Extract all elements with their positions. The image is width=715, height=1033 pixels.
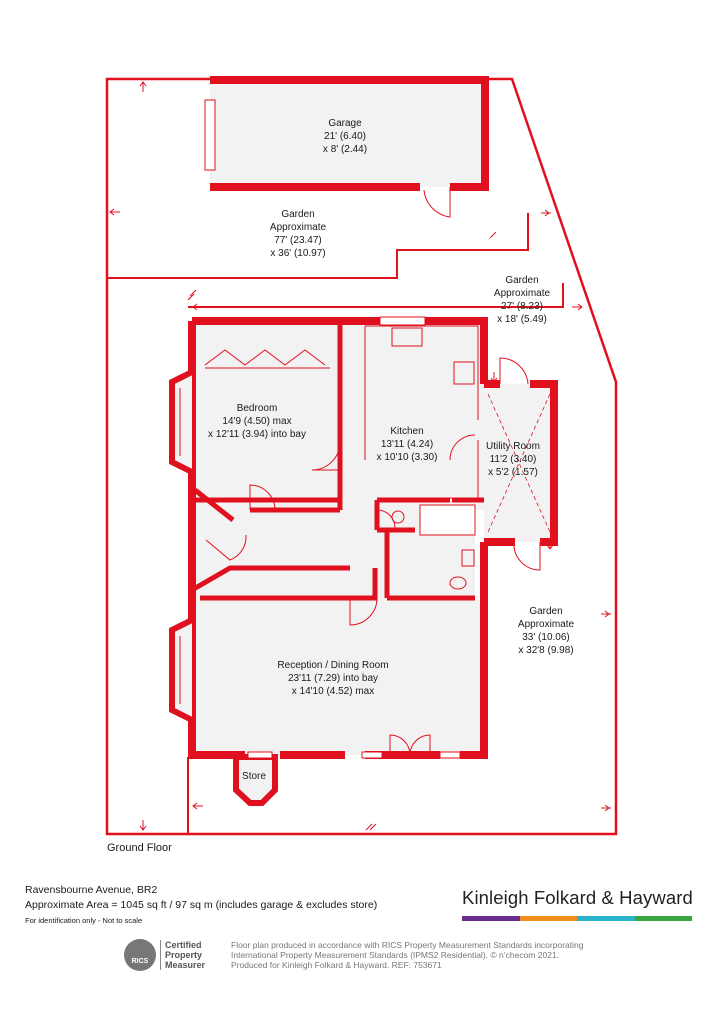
reception-name: Reception / Dining Room — [277, 660, 388, 671]
dimension-arrows — [109, 81, 611, 831]
garden-divider-right — [188, 283, 564, 308]
disclaimer-line2: International Property Measurement Stand… — [231, 950, 560, 960]
brand-color-bar — [462, 916, 692, 921]
garden-right-top-line2: Approximate — [494, 288, 551, 299]
kitchen-name: Kitchen — [390, 426, 423, 437]
kitchen-worktop — [364, 325, 479, 499]
disclaimer: Floor plan produced in accordance with R… — [231, 940, 651, 970]
shower — [419, 504, 476, 536]
bedroom-dim2: x 12'11 (3.94) into bay — [208, 429, 306, 440]
property-info: Ravensbourne Avenue, BR2 Approximate Are… — [25, 883, 377, 925]
store-name: Store — [242, 771, 266, 782]
door-swings — [205, 434, 476, 756]
reception-dim1: 23'11 (7.29) into bay — [288, 673, 378, 684]
bedroom-dim1: 14'9 (4.50) max — [222, 416, 291, 427]
brand-bar-cyan — [577, 916, 635, 921]
garden-top-dim1: 77' (23.47) — [274, 235, 322, 246]
garage-name: Garage — [328, 118, 362, 129]
wardrobe-doors — [204, 349, 330, 369]
kitchen-dim1: 13'11 (4.24) — [381, 439, 433, 450]
badge-line2: Property — [165, 950, 203, 960]
garden-right-name: Garden — [529, 606, 562, 617]
utility-name: Utility Room — [486, 441, 540, 452]
rics-logo-icon: RICS — [124, 939, 156, 971]
disclaimer-line1: Floor plan produced in accordance with R… — [231, 940, 584, 950]
kitchen-dim2: x 10'10 (3.30) — [377, 452, 438, 463]
brand-bar-orange — [519, 916, 577, 921]
garden-top-dim2: x 36' (10.97) — [270, 248, 325, 259]
store-window — [247, 751, 273, 759]
badge-line3: Measurer — [165, 960, 206, 970]
utility-door-bottom — [513, 541, 541, 571]
kitchen-window — [379, 316, 426, 326]
basin — [461, 549, 475, 567]
brand-bar-green — [634, 916, 692, 921]
reception-dim2: x 14'10 (4.52) max — [292, 686, 375, 697]
disclaimer-line3: Produced for Kinleigh Folkard & Hayward.… — [231, 960, 442, 970]
reception-window-left — [361, 751, 383, 759]
garden-right-top-name: Garden — [505, 275, 538, 286]
utility-dim1: 11'2 (3.40) — [490, 454, 537, 465]
agent-brand: Kinleigh Folkard & Hayward — [462, 887, 693, 908]
utility-dim2: x 5'2 (1.57) — [488, 467, 538, 478]
kitchen-sink — [391, 327, 423, 347]
reception-bay — [169, 617, 194, 723]
garage-door-window — [204, 99, 216, 171]
floor-plan: Garage 21' (6.40) x 8' (2.44) Garden App… — [105, 76, 618, 836]
bedroom-name: Bedroom — [237, 403, 278, 414]
garage-floor — [210, 80, 485, 187]
utility-cross — [487, 393, 551, 533]
store-walls — [233, 754, 278, 806]
rics-badge-text: Certified Property Measurer — [160, 940, 227, 970]
garden-right-top-dim2: x 18' (5.49) — [497, 314, 547, 325]
utility-door-top — [499, 357, 529, 385]
garage-walls — [210, 76, 489, 191]
interior-walls — [190, 321, 484, 601]
area: Approximate Area = 1045 sq ft / 97 sq m … — [25, 899, 378, 911]
garden-right-top-dim1: 27' (8.23) — [501, 301, 543, 312]
garage-dim2: x 8' (2.44) — [323, 144, 367, 155]
garden-top-line2: Approximate — [270, 222, 327, 233]
garden-divider — [107, 213, 529, 279]
bedroom-bay — [169, 369, 194, 475]
cloak-basin — [391, 510, 405, 524]
floor-label: Ground Floor — [107, 842, 172, 854]
house-exterior-wall — [188, 317, 488, 759]
brand-bar-purple — [462, 916, 520, 921]
garden-right-dim1: 33' (10.06) — [522, 632, 570, 643]
scale-note: For identification only - Not to scale — [25, 916, 143, 925]
hob — [453, 361, 475, 385]
garage-dim1: 21' (6.40) — [324, 131, 366, 142]
reception-window-right — [439, 751, 461, 759]
address: Ravensbourne Avenue, BR2 — [25, 884, 158, 896]
house-floor — [192, 321, 484, 755]
badge-line1: Certified — [165, 940, 202, 950]
garden-top-name: Garden — [281, 209, 314, 220]
rics-badge: RICS Certified Property Measurer — [124, 939, 222, 971]
garden-right-line2: Approximate — [518, 619, 575, 630]
utility-wall — [484, 380, 558, 546]
wc — [449, 576, 467, 590]
garden-right-dim2: x 32'8 (9.98) — [518, 645, 573, 656]
garage-door-swing — [423, 187, 451, 218]
